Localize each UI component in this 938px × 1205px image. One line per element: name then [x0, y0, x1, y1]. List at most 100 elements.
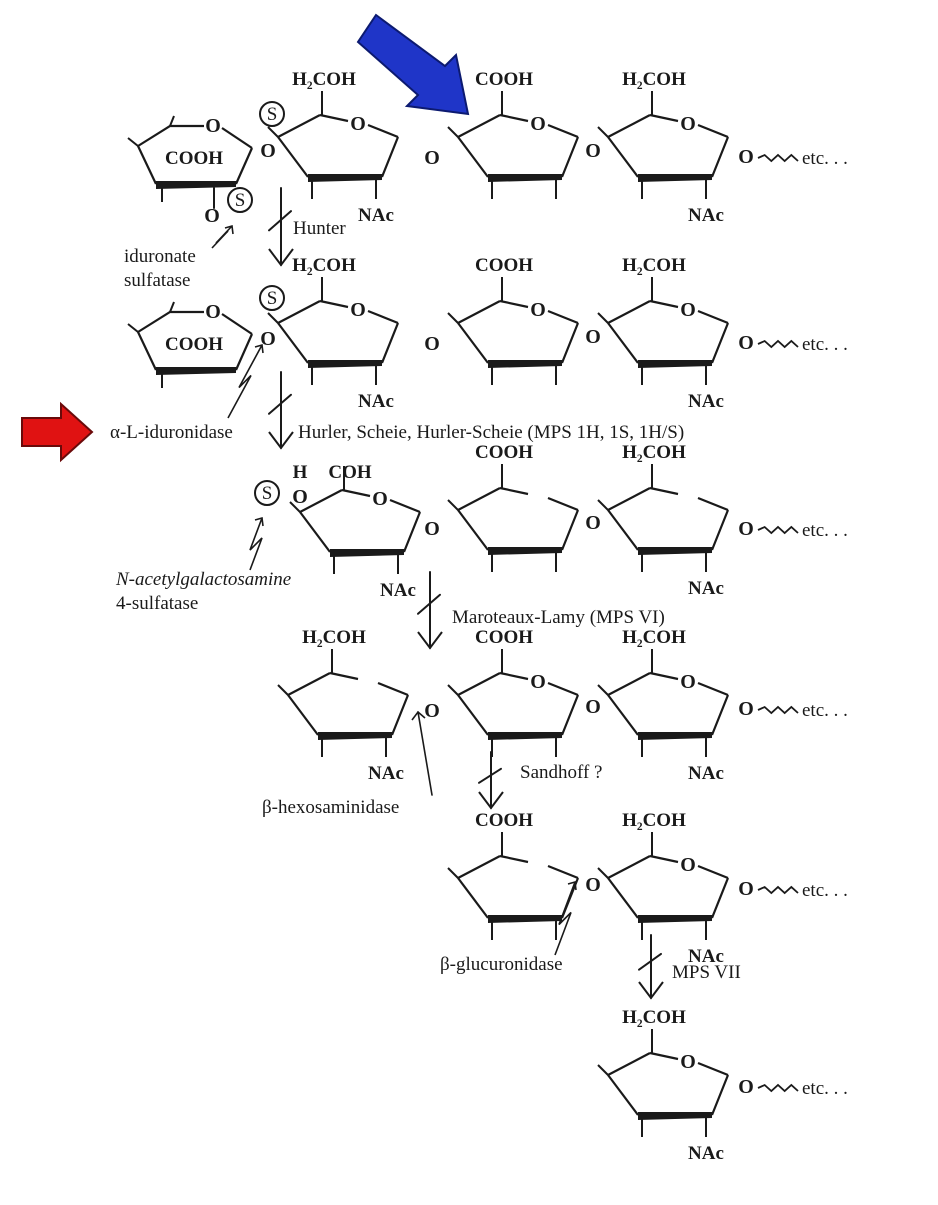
ring-bond: [221, 313, 253, 335]
squiggle-bond: [757, 885, 799, 895]
ring-bond: [287, 694, 319, 736]
pointer-arrowhead: [411, 710, 426, 721]
carboxyl-group-label: COOH: [475, 810, 533, 831]
etc-label: etc. . .: [802, 334, 848, 355]
substituent-bond: [597, 499, 609, 511]
hydroxymethyl-group-label: H₂COH: [622, 627, 686, 648]
hydroxymethyl-group-label: H₂COH: [292, 69, 356, 90]
label-iduronate-sulfatase: iduronate sulfatase: [124, 246, 196, 291]
squiggle-bond: [757, 525, 799, 535]
ring-bond: [380, 322, 400, 364]
ring-oxygen-label: O: [530, 113, 546, 135]
svg-text:iduronate: iduronate: [124, 246, 196, 267]
glycosidic-oxygen-label: O: [585, 696, 601, 718]
substituent-bond: [597, 684, 609, 696]
glycosidic-oxygen-label: O: [424, 147, 440, 169]
ring-bond: [389, 498, 421, 514]
pointer-arrowhead: [254, 343, 264, 354]
ring-bold-bond: [638, 174, 712, 182]
ring-bond: [560, 136, 580, 178]
nac-group-label: NAc: [358, 391, 394, 412]
ring-bond: [457, 509, 489, 551]
ring-bond: [277, 114, 321, 138]
ring-bold-bond: [488, 360, 562, 368]
ring-bond: [402, 511, 422, 553]
reaction-arrowhead: [478, 791, 504, 810]
ring-bond: [607, 509, 639, 551]
ring-bond: [547, 681, 579, 697]
sulfate-label: S: [267, 288, 278, 309]
ring-bond: [457, 877, 489, 919]
reaction-arrowhead: [417, 631, 443, 650]
ring-bond: [390, 694, 410, 736]
pointer-arrowhead: [567, 880, 577, 891]
ring-bold-bond: [638, 360, 712, 368]
sulfate-circle-icon: [227, 187, 253, 213]
hydroxymethyl-group-label: H₂COH: [622, 442, 686, 463]
ring-bond: [221, 127, 253, 149]
substituent-bond: [447, 499, 459, 511]
ring-bond: [607, 855, 651, 879]
ring-bond: [697, 123, 729, 139]
ring-bold-bond: [638, 915, 712, 923]
etc-label: etc. . .: [802, 1078, 848, 1099]
glycosidic-oxygen-label: O: [585, 512, 601, 534]
ring-bold-bond: [488, 174, 562, 182]
sulfate-circle-icon: [254, 480, 280, 506]
label-maroteaux-lamy: Maroteaux-Lamy (MPS VI): [452, 607, 665, 628]
ring-bond: [137, 145, 157, 185]
ring-oxygen-label: O: [680, 671, 696, 693]
hydroxymethyl-group-label: H₂COH: [622, 255, 686, 276]
substituent-bond: [169, 115, 175, 127]
pointer-arrowhead: [224, 224, 234, 235]
ring-bond: [697, 681, 729, 697]
terminal-oxygen-label: O: [738, 878, 754, 900]
glycosidic-oxygen-label: O: [260, 140, 276, 162]
ring-bond: [560, 694, 580, 736]
ring-bond: [299, 511, 331, 553]
cleavage-site-pointer: [227, 344, 263, 419]
substituent-bond: [447, 312, 459, 324]
cleavage-site-pointer: [417, 711, 433, 796]
red-highlight-arrow: [21, 401, 94, 463]
ring-bond: [457, 855, 501, 879]
ring-oxygen-label: O: [680, 113, 696, 135]
blue-highlight-arrow: [356, 13, 470, 116]
glycosidic-oxygen-label: O: [424, 700, 440, 722]
carboxyl-group-label: COOH: [475, 442, 533, 463]
terminal-oxygen-label: O: [738, 1076, 754, 1098]
ring-bond: [137, 310, 204, 333]
ring-oxygen-label: O: [530, 299, 546, 321]
label-alpha-l-iduronidase: α-L-iduronidase: [110, 422, 233, 443]
carboxyl-group-label: COOH: [475, 627, 533, 648]
ring-oxygen-label: O: [372, 488, 388, 510]
sulfate-label: S: [262, 483, 273, 504]
glycosidic-oxygen-label: O: [585, 140, 601, 162]
reaction-arrowhead: [268, 248, 294, 267]
ring-bond: [547, 123, 579, 139]
substituent-bond: [267, 312, 279, 324]
label-mps-vii: MPS VII: [672, 962, 741, 983]
sulfate-oxygen-label: O: [292, 486, 308, 508]
block-mark: [268, 210, 292, 232]
block-mark: [638, 952, 662, 971]
ring-bond: [607, 487, 651, 511]
substituent-bond: [597, 867, 609, 879]
ring-oxygen-label: O: [530, 671, 546, 693]
nac-group-label: NAc: [688, 205, 724, 226]
label-sandhoff: Sandhoff ?: [520, 762, 603, 783]
ring-bond: [649, 486, 679, 496]
label-beta-glucuronidase: β-glucuronidase: [440, 954, 563, 975]
terminal-oxygen-label: O: [738, 146, 754, 168]
carboxyl-group-label: COOH: [165, 334, 223, 355]
ring-bond: [697, 864, 729, 880]
block-mark: [268, 393, 292, 415]
hydroxymethyl-group-label: H₂COH: [622, 1007, 686, 1028]
